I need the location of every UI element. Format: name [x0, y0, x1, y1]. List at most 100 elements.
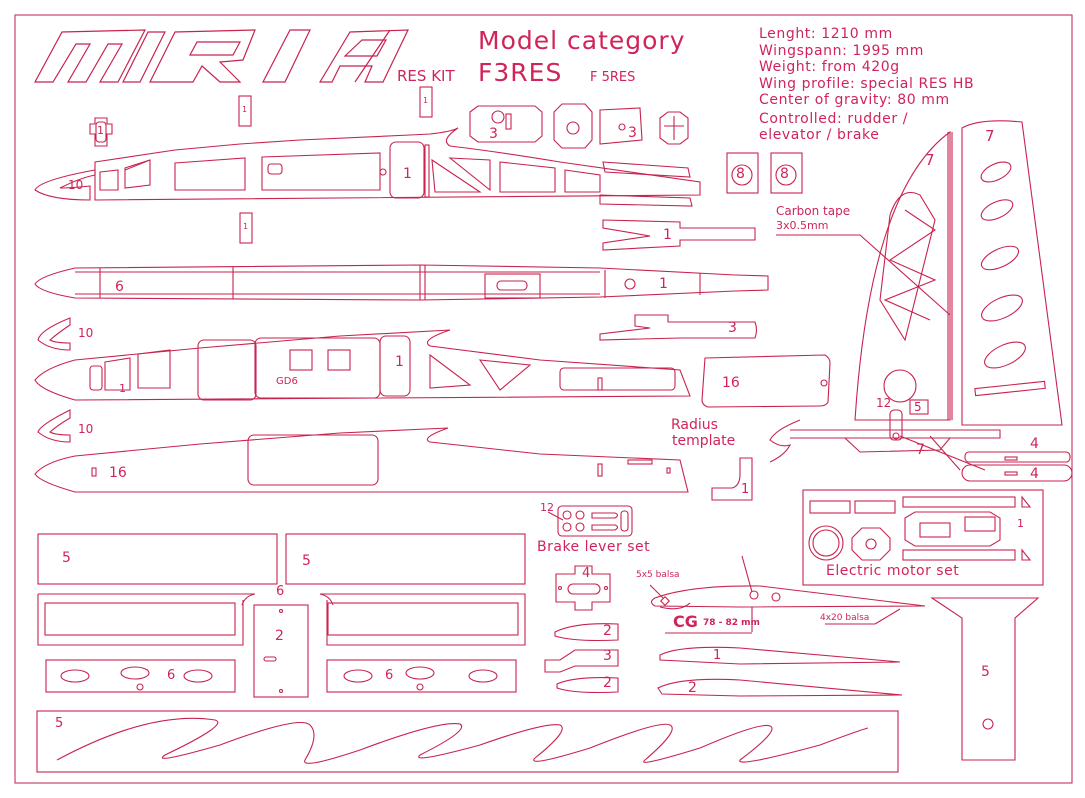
part-number: 1	[741, 482, 750, 497]
part-number: 6	[167, 668, 176, 683]
part-number: 12	[540, 501, 554, 514]
part-5-boom	[930, 597, 1040, 761]
part-6-arrow	[241, 593, 334, 606]
electric-motor-set-label: Electric motor set	[826, 563, 960, 579]
part-2-rib-wing	[657, 678, 903, 697]
part-number: 7	[916, 442, 925, 458]
part-number: 5	[55, 716, 64, 731]
part-number: 10	[78, 422, 94, 436]
spec-controlled: Controlled: rudder /	[759, 110, 909, 127]
part-number: 1	[423, 96, 429, 105]
part-5-panel	[285, 533, 526, 585]
part-number: 1	[395, 354, 404, 370]
part-number: 6	[385, 668, 394, 683]
part-number: 5	[914, 400, 922, 414]
part-number: 7	[985, 127, 995, 145]
part-2-rib	[554, 623, 619, 642]
part-number: 1	[242, 105, 248, 114]
part-6-window	[44, 602, 236, 636]
rudder	[961, 120, 1063, 426]
part-number: 3	[628, 125, 637, 141]
part-number: 1	[659, 276, 668, 292]
part-3-rib	[544, 649, 619, 673]
subtitle-res-kit: RES KIT	[397, 67, 455, 85]
part-number: 16	[722, 375, 740, 391]
carbon-tape-label: Carbon tape	[776, 204, 851, 218]
carbon-tape-size: 3x0.5mm	[776, 219, 829, 232]
part-number: 5	[302, 553, 311, 569]
part-number: 12	[876, 396, 892, 410]
part-number: 1	[243, 222, 249, 231]
spec-length: Lenght: 1210 mm	[759, 26, 893, 42]
part-5-wave-strip	[36, 710, 899, 773]
fuselage-side-top	[34, 127, 701, 201]
spec-controlled-cont: elevator / brake	[759, 127, 880, 143]
part-number: 4	[582, 566, 591, 581]
part-6-frame	[37, 593, 526, 646]
fuselage-side-bottom	[34, 427, 689, 493]
spec-weight: Weight: from 420g	[759, 59, 900, 75]
part-1-strip	[419, 86, 433, 118]
radius-arrow	[769, 419, 801, 463]
part-1-strip	[239, 212, 253, 244]
model-category-heading: Model category	[478, 26, 686, 55]
part-number: 5	[62, 550, 71, 566]
part-3-rail	[599, 314, 758, 341]
fuselage-top-view	[34, 264, 769, 301]
part-number: 10	[68, 178, 84, 192]
part-8-pair	[726, 152, 803, 194]
part-number: 4	[1030, 436, 1039, 452]
spec-wing-profile: Wing profile: special RES HB	[759, 75, 975, 92]
part-number: 2	[603, 623, 612, 639]
radius-template	[711, 457, 753, 501]
part-6-strip	[326, 659, 517, 693]
brake-lever-set	[547, 505, 633, 537]
part-number: 2	[275, 628, 284, 644]
part-number: 3	[728, 320, 737, 336]
part-number: 5	[981, 664, 990, 680]
bulkhead-set	[469, 103, 689, 149]
part-number: 1	[1017, 517, 1024, 530]
part-number: 1	[663, 227, 672, 243]
balsa-4x20-label: 4x20 balsa	[820, 613, 870, 623]
part-1-tab	[89, 117, 113, 147]
part-10-nose	[37, 409, 71, 443]
part-number: 1	[403, 166, 412, 182]
vertical-fin	[854, 130, 953, 441]
carbon-tape-leader	[776, 234, 951, 316]
part-1-strip	[238, 95, 252, 127]
part-number: 3	[489, 126, 498, 142]
part-number: 16	[109, 465, 127, 481]
stab-base	[790, 429, 1073, 482]
part-number: 8	[736, 166, 745, 182]
template-label: template	[672, 433, 736, 449]
part-number: 1	[97, 124, 104, 137]
spec-center-of-gravity: Center of gravity: 80 mm	[759, 92, 950, 108]
spec-wingspan: Wingspann: 1995 mm	[759, 42, 925, 59]
fuselage-side-middle	[34, 329, 691, 401]
part-2-plate	[253, 604, 309, 698]
part-4-plate	[555, 565, 611, 611]
part-5-panel	[37, 533, 278, 585]
part-number: 10	[78, 326, 94, 340]
gd6-label: GD6	[276, 376, 298, 387]
part-number: 2	[603, 675, 612, 691]
part-number: 8	[780, 166, 789, 182]
part-number: 3	[603, 648, 612, 664]
part-16-panel	[701, 354, 831, 408]
part-number: 7	[925, 151, 935, 169]
sheet-border	[14, 14, 1073, 784]
spec-list: Lenght: 1210 mm Wingspann: 1995 mm Weigh…	[759, 26, 974, 144]
mirai-logo	[33, 29, 409, 83]
part-2-rib	[556, 677, 619, 694]
category-primary: F3RES	[478, 58, 563, 87]
cg-range-label: 78 - 82 mm	[703, 618, 760, 628]
part-5-hole	[982, 718, 994, 730]
part-6-window	[327, 602, 519, 636]
electric-motor-set	[802, 489, 1044, 586]
part-number: 6	[115, 279, 124, 295]
category-secondary: F 5RES	[590, 70, 636, 85]
radius-label: Radius	[671, 417, 718, 433]
part-number: 4	[1030, 466, 1039, 482]
